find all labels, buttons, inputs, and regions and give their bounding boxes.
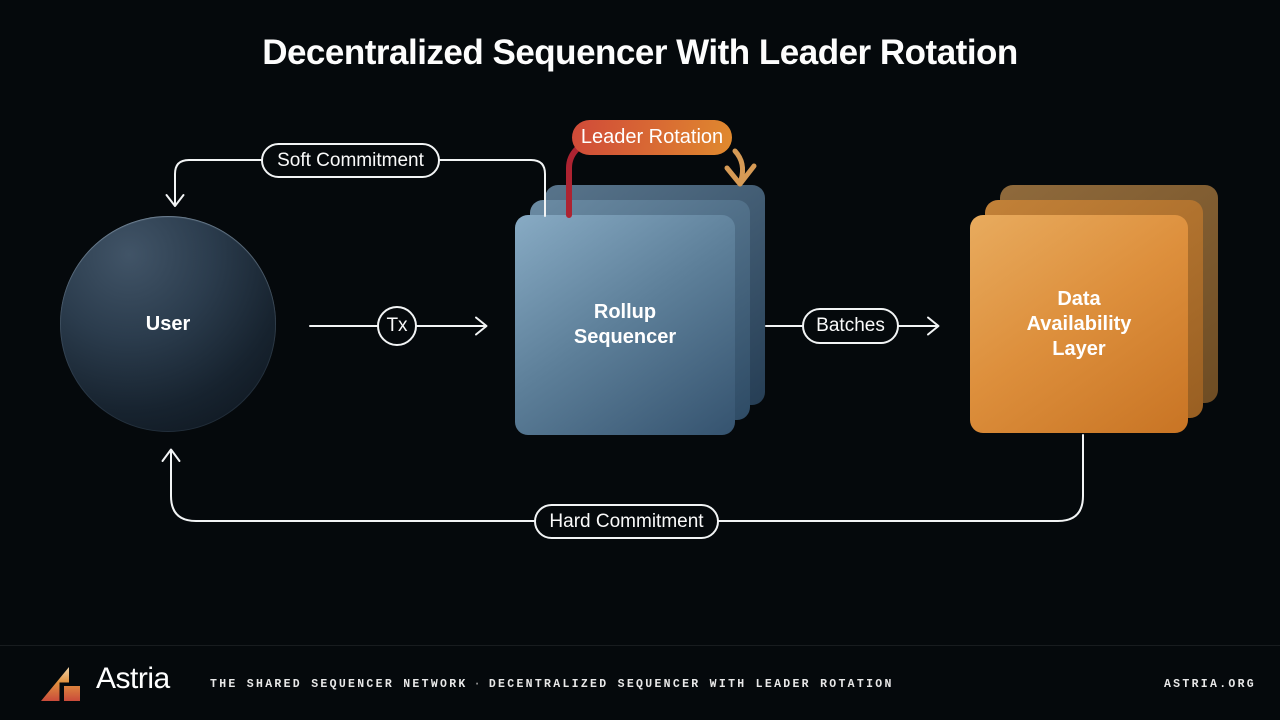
hard-commitment-pill: Hard Commitment	[534, 504, 719, 539]
leader-rotation-arrowhead	[724, 163, 757, 187]
rollup-sequencer-node: Rollup Sequencer	[515, 215, 735, 435]
soft-commitment-pill: Soft Commitment	[261, 143, 440, 178]
tagline-left: THE SHARED SEQUENCER NETWORK	[210, 678, 468, 691]
soft-commitment-arrowhead	[165, 194, 185, 207]
data-availability-node: Data Availability Layer	[970, 215, 1188, 433]
user-node: User	[60, 216, 276, 432]
footer-site-url: ASTRIA.ORG	[1163, 678, 1256, 691]
rollup-sequencer-label: Rollup Sequencer	[573, 301, 677, 348]
footer-divider	[0, 645, 1280, 646]
batches-pill: Batches	[802, 308, 899, 344]
hard-commitment-arrowhead	[161, 448, 181, 462]
tx-pill: Tx	[377, 306, 417, 346]
leader-rotation-drop-line	[566, 146, 580, 218]
footer-tagline: THE SHARED SEQUENCER NETWORK · DECENTRALIZ…	[210, 678, 894, 691]
batches-arrowhead	[927, 316, 940, 336]
brand-name: Astria	[96, 662, 170, 695]
astria-logo-icon	[41, 667, 80, 701]
tx-arrowhead	[475, 316, 488, 336]
leader-rotation-curved-arrow	[732, 148, 745, 183]
footer: Astria THE SHARED SEQUENCER NETWORK · DECE…	[0, 646, 1280, 720]
tagline-separator: ·	[473, 678, 483, 691]
tagline-right: DECENTRALIZED SEQUENCER WITH LEADER ROTA…	[488, 678, 894, 691]
page-title: Decentralized Sequencer With Leader Rota…	[262, 33, 1018, 72]
data-availability-label: Data Availability Layer	[1026, 287, 1132, 360]
leader-rotation-pill: Leader Rotation	[572, 120, 732, 155]
user-label: User	[145, 312, 191, 335]
